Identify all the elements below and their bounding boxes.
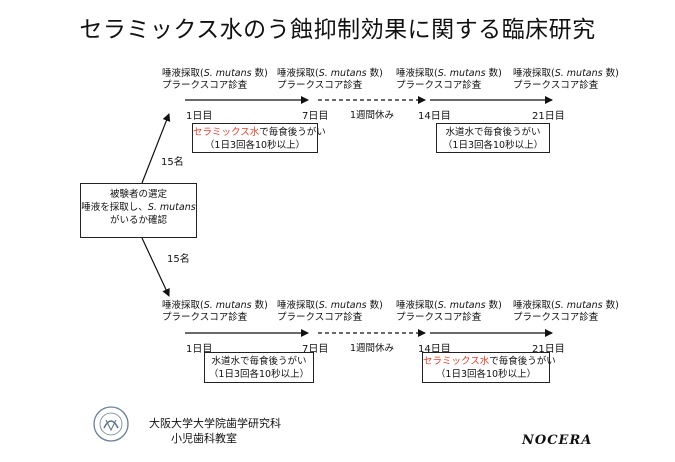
top-sampling-label-d21: 唾液採取(S. mutans 数) プラークスコア診査 — [513, 68, 619, 91]
top-sampling-label-d14: 唾液採取(S. mutans 数) プラークスコア診査 — [396, 68, 502, 91]
page-title: セラミックス水のう蝕抑制効果に関する臨床研究 — [79, 17, 596, 43]
footer-institution: 大阪大学大学院歯学研究科 小児歯科教室 — [149, 417, 281, 445]
top-group-count: 15名 — [161, 157, 184, 168]
bottom-ceramic-treatment-box: セラミックス水で毎食後うがい （1日3回各10秒以上） — [422, 352, 556, 383]
bottom-sampling-label-d21: 唾液採取(S. mutans 数) プラークスコア診査 — [513, 300, 619, 323]
branch-arrow-up — [141, 113, 171, 184]
bottom-sampling-label-d1: 唾液採取(S. mutans 数) プラークスコア診査 — [162, 300, 268, 323]
bottom-day-7: 7日目 — [302, 344, 329, 355]
top-tap-water-treatment-box: 水道水で毎食後うがい （1日3回各10秒以上） — [436, 123, 550, 153]
top-day-21: 21日目 — [532, 111, 565, 122]
bottom-sampling-label-d14: 唾液採取(S. mutans 数) プラークスコア診査 — [396, 300, 502, 323]
bottom-sampling-label-d7: 唾液採取(S. mutans 数) プラークスコア診査 — [277, 300, 383, 323]
branch-arrow-down — [141, 237, 170, 297]
bottom-day-21: 21日目 — [532, 344, 565, 355]
top-sampling-label-d7: 唾液採取(S. mutans 数) プラークスコア診査 — [277, 68, 383, 91]
top-ceramic-treatment-box: セラミックス水で毎食後うがい （1日3回各10秒以上） — [192, 123, 326, 153]
top-rest-label: 1週間休み — [350, 110, 395, 121]
bottom-day-1: 1日目 — [186, 344, 213, 355]
subject-selection-box: 被験者の選定 唾液を採取し、S. mutans がいるか確認 — [80, 183, 197, 238]
bottom-group-count: 15名 — [167, 254, 190, 265]
bottom-tap-water-treatment-box: 水道水で毎食後うがい （1日3回各10秒以上） — [204, 352, 314, 383]
top-day-7: 7日目 — [302, 111, 329, 122]
bottom-day-14: 14日目 — [418, 344, 451, 355]
top-day-1: 1日目 — [186, 111, 213, 122]
nocera-logo: NOCERA — [522, 433, 593, 448]
top-day-14: 14日目 — [418, 111, 451, 122]
bottom-rest-label: 1週間休み — [350, 343, 395, 354]
top-sampling-label-d1: 唾液採取(S. mutans 数) プラークスコア診査 — [162, 68, 268, 91]
